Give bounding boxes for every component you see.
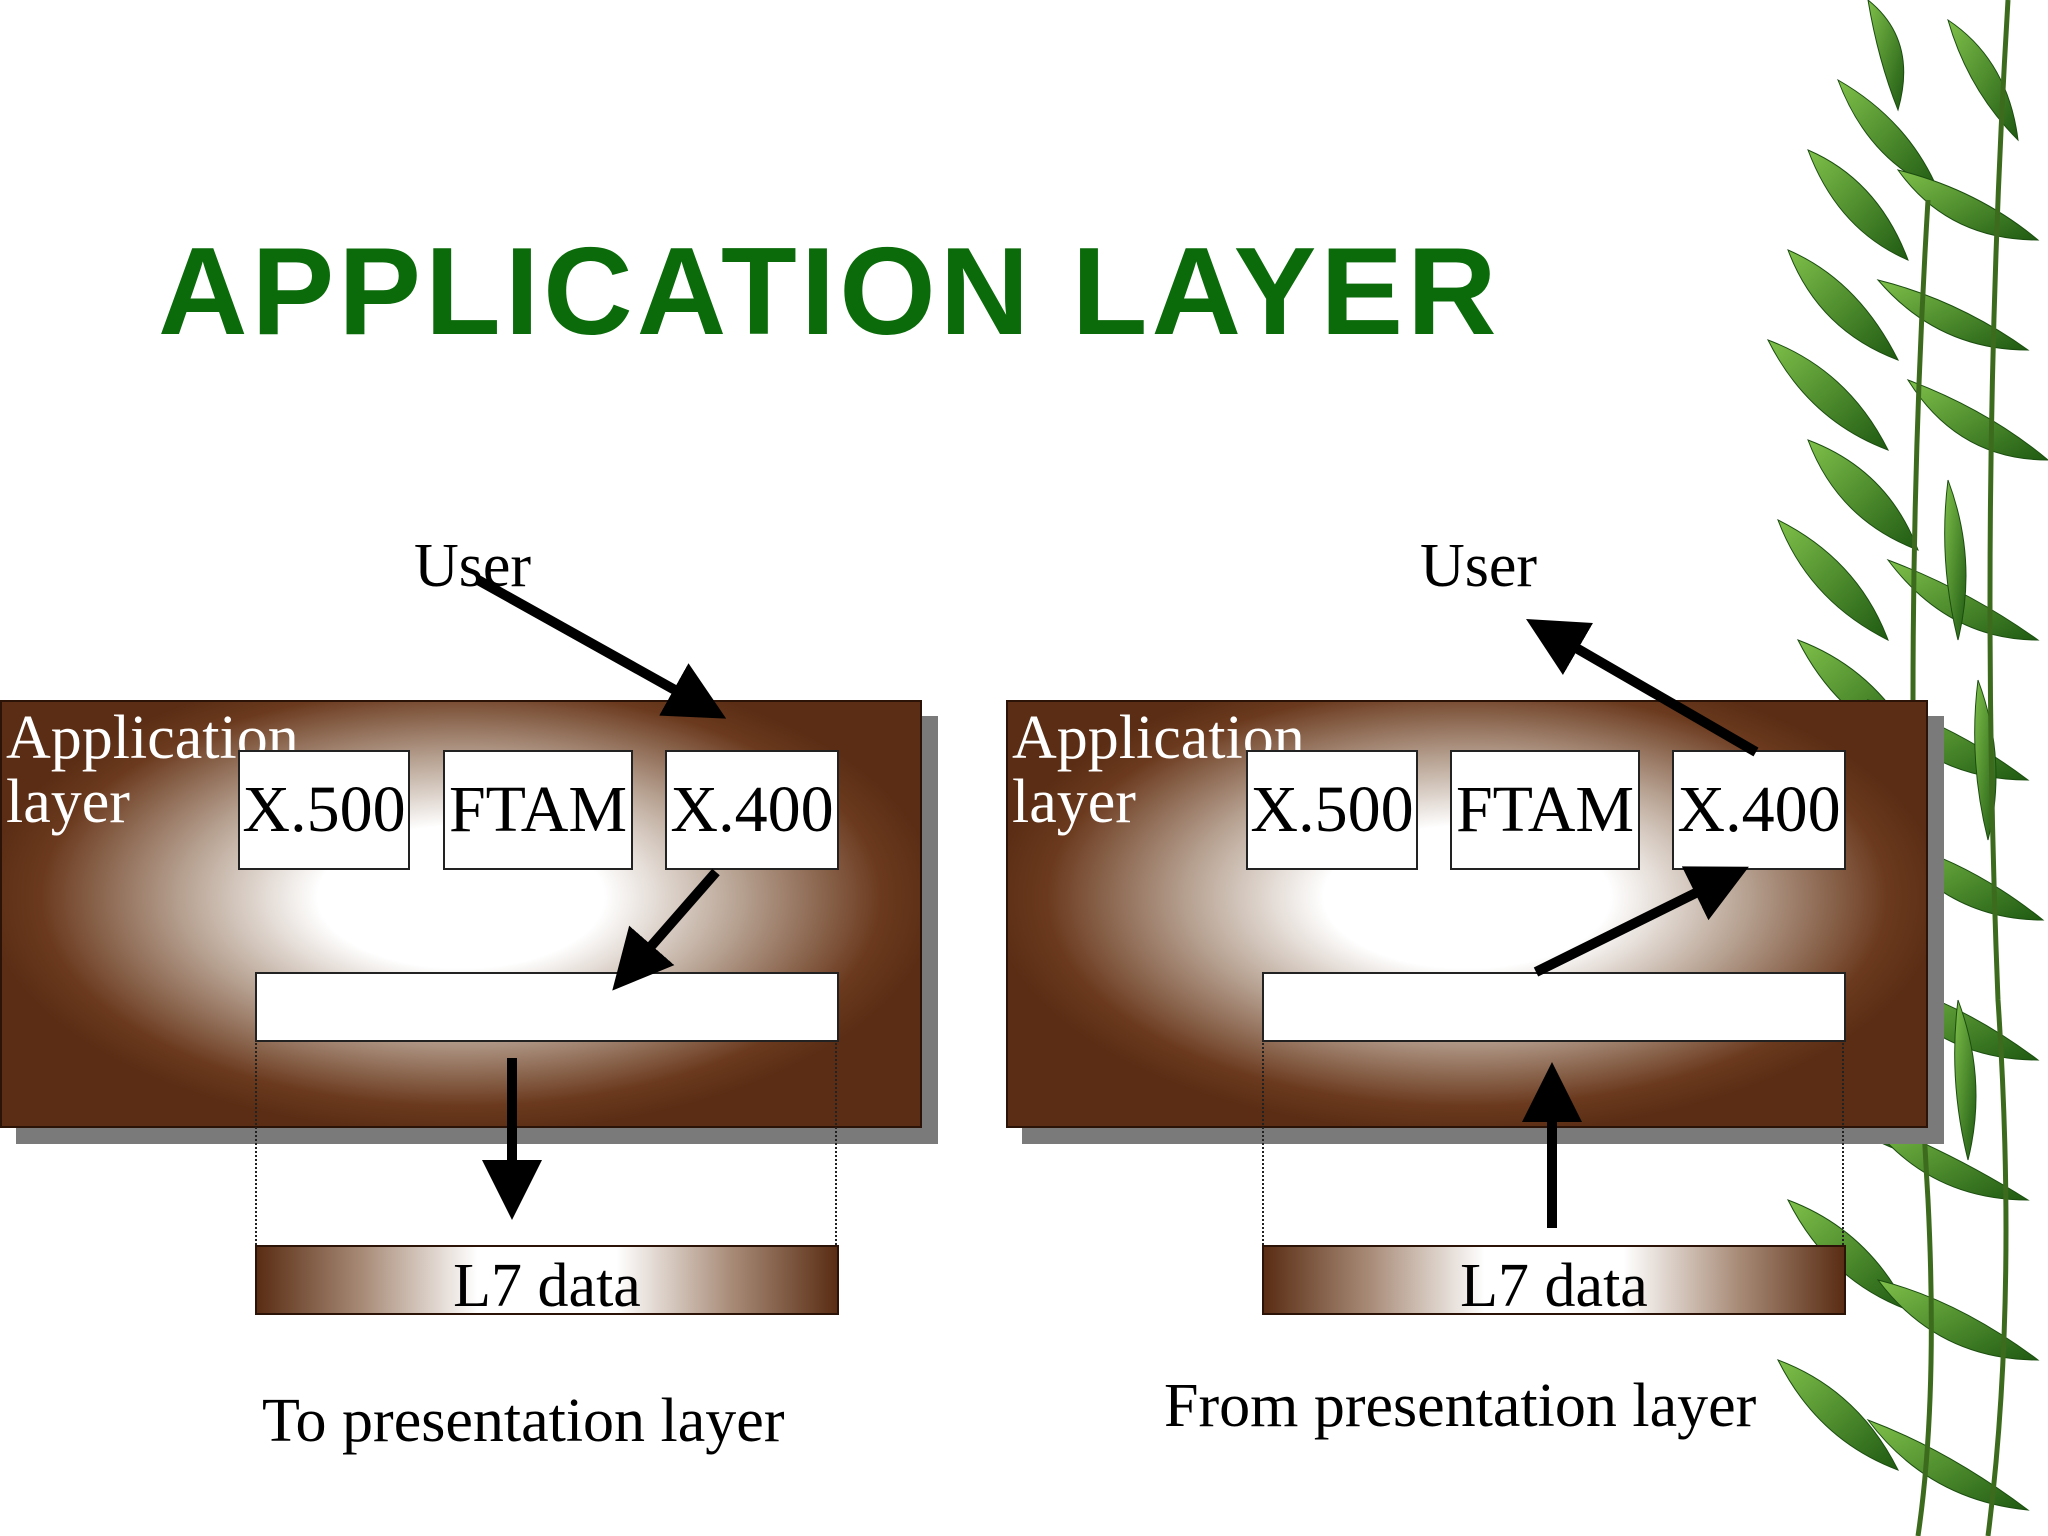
- right-l7-data-bar: L7 data: [1262, 1245, 1846, 1315]
- left-user-label: User: [414, 532, 532, 600]
- left-caption: To presentation layer: [262, 1387, 785, 1455]
- right-x500-box: X.500: [1246, 750, 1418, 870]
- left-arrow-x400-to-bar: [612, 868, 720, 991]
- right-layer-label-line2: layer: [1012, 768, 1136, 836]
- right-layer-label: Application layer: [1012, 706, 1305, 834]
- right-arrow-x400-to-user: [1526, 618, 1759, 757]
- right-dotted-line-a: [1262, 1040, 1264, 1248]
- left-layer-label-line2: layer: [6, 768, 130, 836]
- left-x500-box: X.500: [238, 750, 410, 870]
- right-user-label: User: [1420, 532, 1538, 600]
- right-arrow-bar-to-x400: [1533, 866, 1749, 977]
- right-caption: From presentation layer: [1164, 1372, 1757, 1440]
- left-ftam-box: FTAM: [443, 750, 633, 870]
- left-dotted-line-a: [255, 1040, 257, 1248]
- right-buffer-bar: [1262, 972, 1846, 1042]
- right-dotted-line-b: [1842, 1040, 1844, 1248]
- left-dotted-line-b: [835, 1040, 837, 1248]
- left-buffer-bar: [255, 972, 839, 1042]
- right-ftam-box: FTAM: [1450, 750, 1640, 870]
- left-x400-box: X.400: [665, 750, 839, 870]
- left-layer-label: Application layer: [6, 706, 299, 834]
- right-x400-box: X.400: [1672, 750, 1846, 870]
- left-arrow-user-to-x400: [475, 575, 727, 719]
- page-title: APPLICATION LAYER: [158, 223, 1501, 361]
- left-l7-data-bar: L7 data: [255, 1245, 839, 1315]
